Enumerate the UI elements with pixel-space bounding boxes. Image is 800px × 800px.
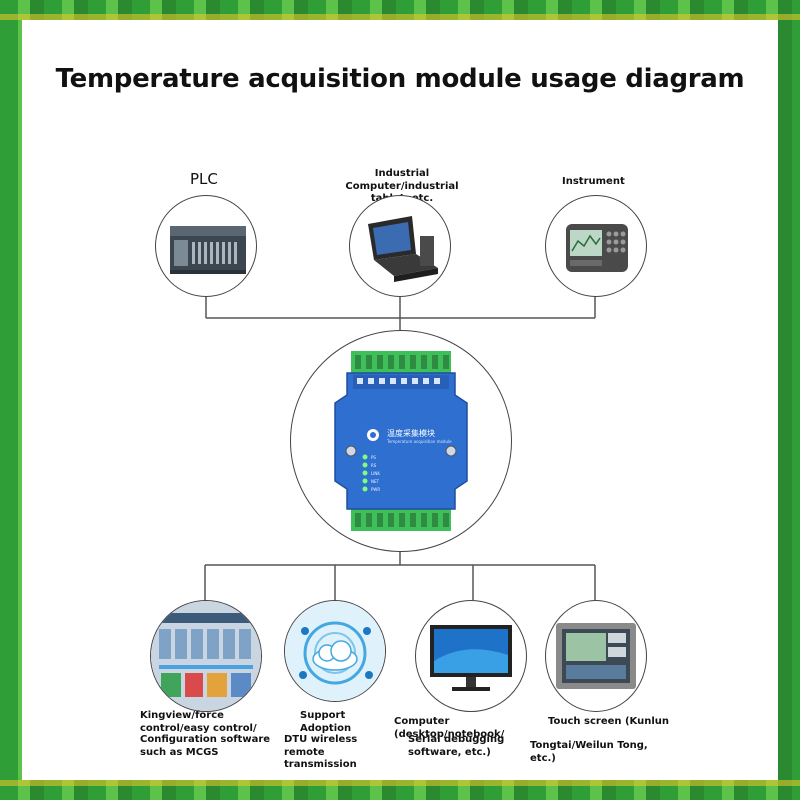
scada-label-1: Kingview/force control/easy control/ <box>140 710 257 734</box>
dtu-circle <box>284 600 386 702</box>
scada-circle <box>150 600 262 712</box>
scada-label-2: Configuration software such as MCGS <box>140 734 271 758</box>
plc-icon <box>170 226 246 274</box>
led-label-ps: PS <box>371 455 376 460</box>
module-circle: 温度采集模块 Temperature acquisition module PS… <box>290 330 512 552</box>
touch-screen-label-1: Touch screen (Kunlun <box>548 716 670 727</box>
diagram-card: Temperature acquisition module usage dia… <box>22 20 778 780</box>
rugged-laptop-icon <box>368 216 438 282</box>
led-label-pwr: PWR <box>371 487 381 492</box>
plc-label: PLC <box>190 170 218 188</box>
plc-circle <box>155 195 257 297</box>
cloud-network-icon <box>285 601 385 701</box>
led-label-net: NET <box>371 479 379 484</box>
computer-label-1: Computer (desktop/notebook/ <box>394 716 505 740</box>
module-name-cn: 温度采集模块 <box>387 429 435 438</box>
computer-circle <box>415 600 527 712</box>
instrument-circle <box>545 195 647 297</box>
led-label-rs: RS <box>371 463 377 468</box>
computer-label-2: Serial debugging software, etc.) <box>408 734 505 758</box>
touch-screen-circle <box>545 600 647 712</box>
scada-screen-icon <box>151 601 261 711</box>
instrument-label: Instrument <box>562 176 625 187</box>
temperature-module-icon <box>334 351 468 531</box>
diagram-title: Temperature acquisition module usage dia… <box>55 64 745 94</box>
led-label-link: LINK <box>371 471 381 476</box>
dtu-label-2: DTU wireless remote transmission <box>284 734 358 770</box>
touch-screen-label-2: Tongtai/Weilun Tong, etc.) <box>530 740 648 764</box>
dtu-label-1: Support Adoption <box>300 710 352 734</box>
desktop-monitor-icon <box>430 625 512 691</box>
connection-lines <box>204 290 596 603</box>
industrial-computer-circle <box>349 195 451 297</box>
handheld-instrument-icon <box>566 224 628 272</box>
module-led-labels: PS RS LINK NET PWR <box>371 454 380 494</box>
touch-panel-icon <box>556 623 636 689</box>
module-name-en: Temperature acquisition module <box>387 439 452 444</box>
